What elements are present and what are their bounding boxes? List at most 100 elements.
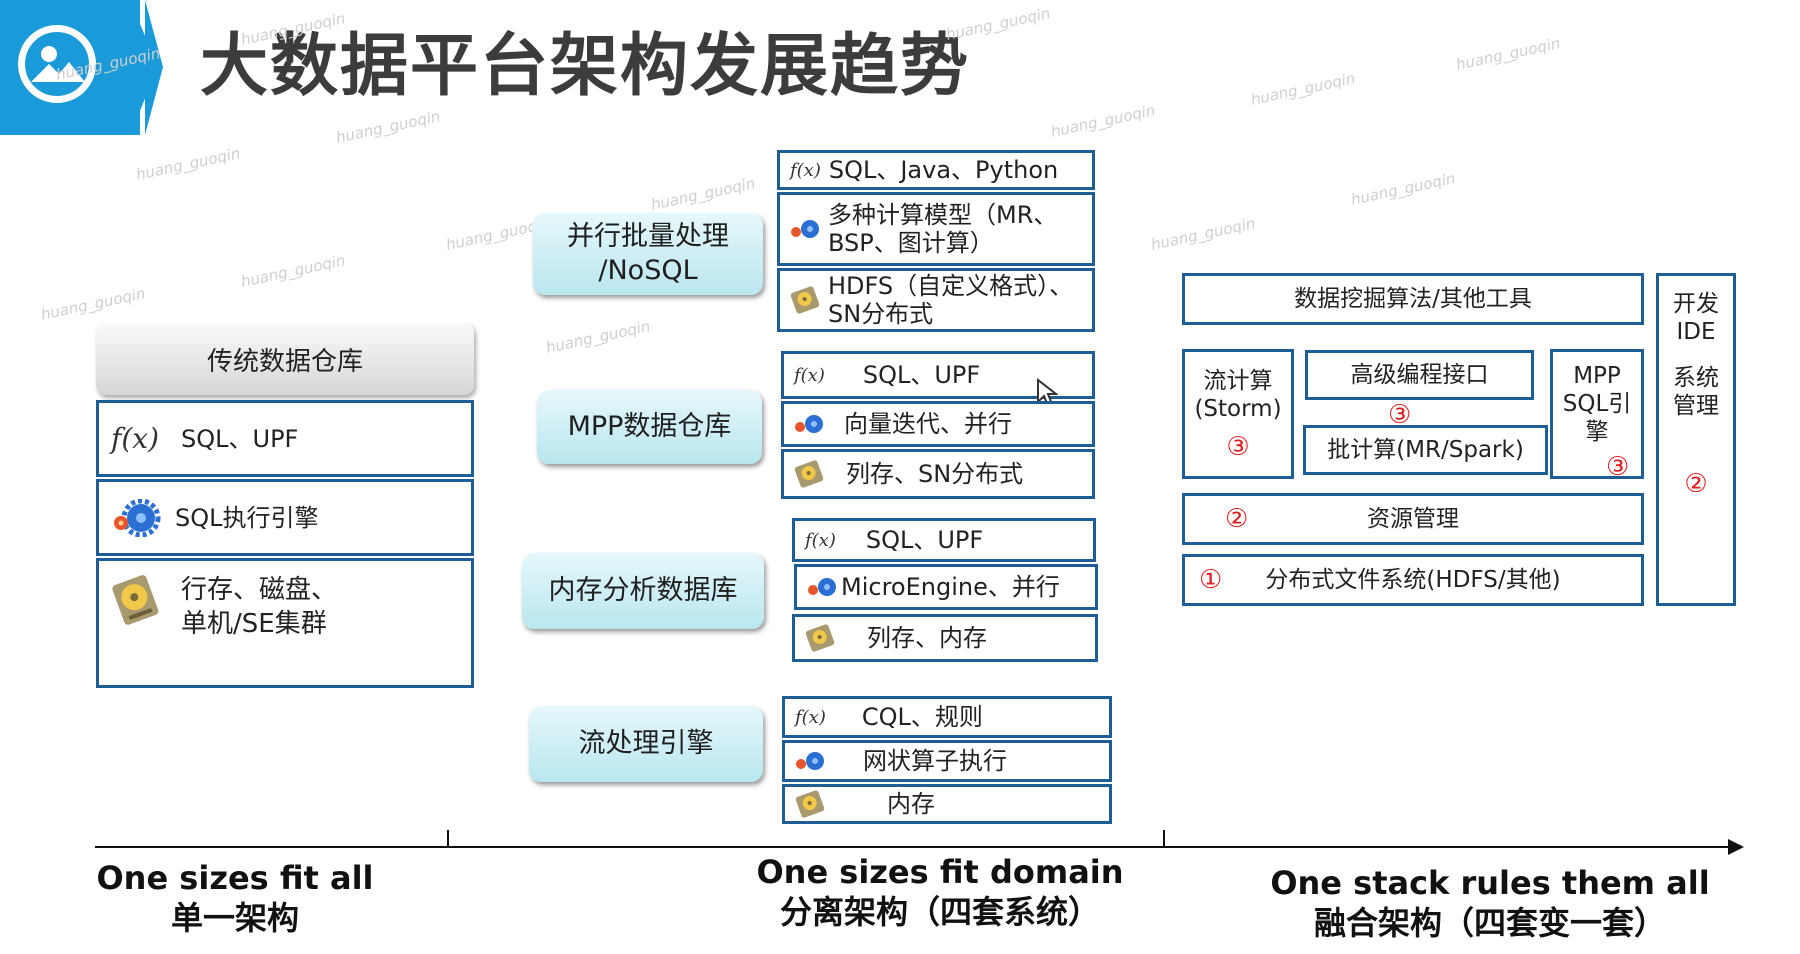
gear-icon (114, 498, 161, 537)
traditional-warehouse-header: 传统数据仓库 (96, 323, 474, 395)
batch-compute-box: 批计算(MR/Spark) (1303, 425, 1548, 475)
domain-inmemory-row1: f(x) SQL、UPF (792, 518, 1096, 562)
step-number-3: ③ (1606, 452, 1630, 482)
era-label-en: One stack rules them all (1270, 864, 1710, 902)
watermark: huang_guoqin (1249, 69, 1357, 109)
step-number-3: ③ (1388, 400, 1412, 430)
domain-row-label: 列存、SN分布式 (846, 460, 1024, 488)
distributed-fs-box: ① 分布式文件系统(HDFS/其他) (1182, 554, 1644, 606)
domain-row-label: MicroEngine、并行 (841, 573, 1060, 601)
hard-disk-icon (790, 286, 820, 314)
watermark: huang_guoqin (239, 251, 347, 291)
resource-management-box: ② 资源管理 (1182, 493, 1644, 545)
function-icon: f(x) (805, 529, 836, 551)
system-management-label: 管理 (1673, 393, 1719, 419)
high-level-api-box: 高级编程接口 (1305, 350, 1534, 400)
traditional-row-label: SQL执行引擎 (175, 503, 319, 532)
step-number-1: ① (1199, 565, 1223, 595)
mining-tools-box: 数据挖掘算法/其他工具 (1182, 273, 1644, 325)
ide-label: IDE (1676, 319, 1716, 345)
era-label-single: One sizes fit all 单一架构 (60, 858, 410, 938)
watermark: huang_guoqin (134, 144, 242, 184)
page-title: 大数据平台架构发展趋势 (200, 27, 971, 106)
distributed-fs-label: 分布式文件系统(HDFS/其他) (1265, 567, 1561, 593)
hard-disk-icon (112, 575, 159, 625)
axis-tick (447, 830, 449, 846)
step-number-2: ② (1684, 469, 1708, 499)
function-icon: f(x) (790, 159, 821, 181)
watermark: huang_guoqin (1349, 169, 1457, 209)
timeline-axis (95, 846, 1735, 848)
era-label-en: One sizes fit domain (756, 853, 1124, 891)
mpp-engine-label: MPP (1573, 363, 1621, 389)
domain-mpp-row2: 向量迭代、并行 (781, 401, 1095, 447)
mpp-engine-label: 擎 (1585, 419, 1609, 445)
resource-management-label: 资源管理 (1367, 506, 1459, 532)
domain-pill-mpp: MPP数据仓库 (537, 390, 762, 464)
gear-icon (808, 578, 836, 596)
traditional-row-label: SQL、UPF (181, 424, 299, 453)
ide-system-management-box: 开发 IDE 系统 管理 ② (1656, 273, 1736, 606)
watermark: huang_guoqin (1454, 34, 1562, 74)
domain-batch-row1: f(x) SQL、Java、Python (777, 150, 1095, 190)
mpp-sql-engine-box: MPP SQL引 擎 (1550, 349, 1644, 479)
era-label-en: One sizes fit all (96, 859, 374, 897)
watermark: huang_guoqin (1049, 101, 1157, 141)
traditional-row-storage: 行存、磁盘、 单机/SE集群 (96, 558, 474, 688)
function-icon: f(x) (111, 422, 160, 455)
logo-chevron-outer (145, 0, 163, 135)
ide-label: 开发 (1673, 291, 1719, 317)
traditional-row-label: 行存、磁盘、 (181, 575, 338, 605)
domain-row-label: SN分布式 (828, 300, 934, 328)
image-icon (18, 25, 96, 103)
mpp-engine-label: SQL引 (1562, 391, 1632, 417)
axis-tick (1163, 830, 1165, 846)
domain-inmemory-row3: 列存、内存 (792, 614, 1098, 662)
stream-compute-label: 流计算 (1203, 368, 1273, 394)
watermark: huang_guoqin (944, 4, 1052, 44)
domain-row-label: SQL、UPF (862, 361, 981, 389)
domain-row-label: 向量迭代、并行 (844, 410, 1012, 438)
domain-stream-row2: 网状算子执行 (782, 740, 1112, 782)
domain-stream-row1: f(x) CQL、规则 (782, 696, 1112, 738)
domain-row-label: 多种计算模型（MR、 (828, 201, 1058, 229)
domain-pill-label: /NoSQL (598, 255, 698, 286)
watermark: huang_guoqin (39, 284, 147, 324)
domain-row-label: 网状算子执行 (863, 747, 1007, 775)
domain-row-label: HDFS（自定义格式）、 (828, 272, 1074, 300)
domain-batch-row3: HDFS（自定义格式）、SN分布式 (777, 268, 1095, 332)
watermark: huang_guoqin (1149, 214, 1257, 254)
era-label-zh: 融合架构（四套变一套） (1313, 904, 1666, 942)
stream-compute-box: 流计算 (Storm) ③ (1182, 349, 1294, 479)
step-number-2: ② (1225, 504, 1249, 534)
domain-row-label: SQL、UPF (865, 526, 984, 554)
gear-icon (796, 752, 824, 770)
gear-icon (795, 415, 823, 433)
system-management-label: 系统 (1673, 365, 1719, 391)
hard-disk-icon (805, 624, 835, 652)
watermark: huang_guoqin (649, 174, 757, 214)
domain-row-label: SQL、Java、Python (828, 156, 1059, 184)
domain-mpp-row3: 列存、SN分布式 (781, 449, 1095, 499)
arrow-right-icon (1728, 839, 1744, 855)
domain-pill-stream: 流处理引擎 (529, 706, 763, 782)
domain-row-label: BSP、图计算） (828, 229, 994, 257)
step-number-3: ③ (1226, 432, 1250, 462)
watermark: huang_guoqin (334, 107, 442, 147)
stream-compute-label: (Storm) (1194, 396, 1282, 422)
domain-stream-row3: 内存 (782, 784, 1112, 824)
traditional-row-label: 单机/SE集群 (181, 609, 327, 639)
domain-batch-row2: 多种计算模型（MR、BSP、图计算） (777, 192, 1095, 266)
era-label-domain: One sizes fit domain 分离架构（四套系统） (740, 852, 1140, 932)
era-label-unified: One stack rules them all 融合架构（四套变一套） (1270, 863, 1710, 943)
hard-disk-icon (795, 790, 825, 818)
era-label-zh: 分离架构（四套系统） (779, 893, 1100, 931)
domain-row-label: CQL、规则 (861, 703, 983, 731)
domain-row-label: 列存、内存 (867, 624, 987, 652)
hard-disk-icon (794, 460, 824, 488)
domain-pill-batch: 并行批量处理/NoSQL (533, 213, 763, 295)
function-icon: f(x) (795, 706, 826, 728)
function-icon: f(x) (794, 364, 825, 386)
domain-pill-label: 并行批量处理 (567, 221, 729, 252)
era-label-zh: 单一架构 (170, 899, 299, 937)
